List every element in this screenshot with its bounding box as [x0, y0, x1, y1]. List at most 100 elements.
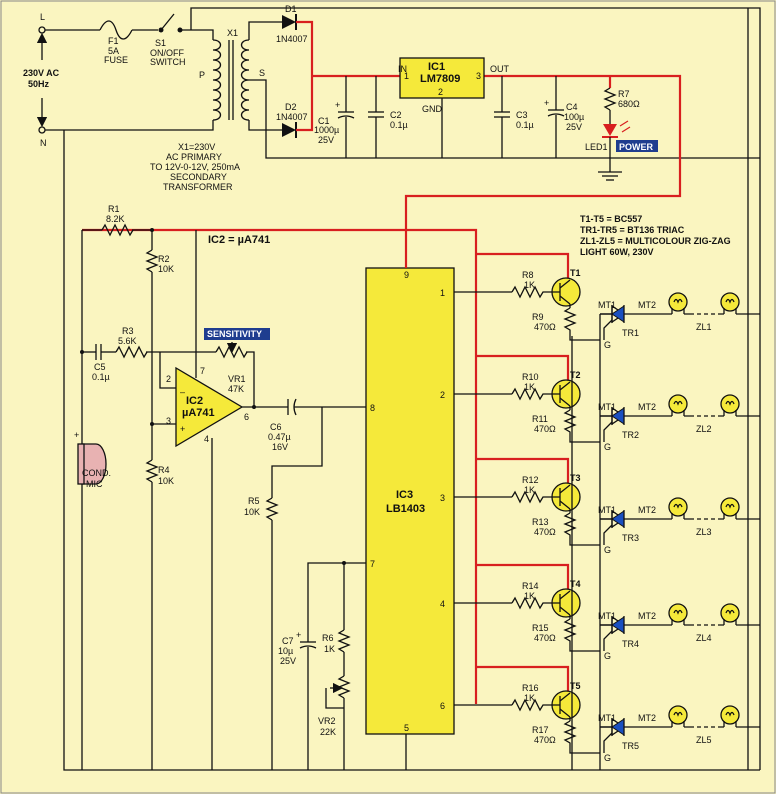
svg-text:FUSE: FUSE [104, 55, 128, 65]
base-resistor-ref: R14 [522, 581, 539, 591]
svg-text:0.47µ: 0.47µ [268, 432, 291, 442]
svg-text:10K: 10K [244, 507, 260, 517]
gate-label: G [604, 545, 611, 555]
fuse-f1: F1 5A FUSE [99, 20, 133, 65]
base-resistor-ref: R10 [522, 372, 539, 382]
emitter-resistor-ref: R11 [532, 414, 548, 424]
svg-text:C3: C3 [516, 110, 528, 120]
svg-text:+: + [544, 98, 549, 108]
svg-text:3: 3 [476, 71, 481, 81]
svg-text:C7: C7 [282, 636, 294, 646]
resistor-r1: R1 8.2K [101, 204, 134, 237]
svg-text:10µ: 10µ [278, 646, 293, 656]
label-n: N [40, 138, 47, 148]
base-resistor-ref: R16 [522, 683, 539, 693]
svg-text:6: 6 [244, 412, 249, 422]
mains-input: L N 230V AC 50Hz [23, 12, 60, 148]
svg-text:IC3: IC3 [396, 489, 413, 501]
svg-text:1N4007: 1N4007 [276, 112, 308, 122]
svg-text:R1: R1 [108, 204, 120, 214]
mt2-label: MT2 [638, 611, 656, 621]
svg-text:S1: S1 [155, 38, 166, 48]
emitter-resistor-ref: R13 [532, 517, 549, 527]
svg-text:X1: X1 [227, 28, 238, 38]
capacitor-c1: + C1 1000µ 25V [314, 76, 355, 158]
svg-text:F1: F1 [108, 36, 119, 46]
svg-text:1K: 1K [324, 644, 335, 654]
ic1-lm7809: IC1 LM7809 1 3 2 IN OUT GND [398, 57, 510, 114]
svg-text:3: 3 [166, 416, 171, 426]
svg-text:4: 4 [440, 599, 445, 609]
svg-text:SENSITIVITY: SENSITIVITY [207, 329, 262, 339]
emitter-resistor-val: 470Ω [534, 527, 556, 537]
svg-text:10K: 10K [158, 264, 174, 274]
svg-text:–: – [180, 387, 185, 397]
svg-text:D2: D2 [285, 102, 297, 112]
svg-text:COND.: COND. [82, 468, 111, 478]
svg-text:7: 7 [370, 559, 375, 569]
svg-text:ON/OFF: ON/OFF [150, 48, 184, 58]
svg-text:IC2: IC2 [186, 395, 203, 407]
lamp-string-ref: ZL5 [696, 735, 712, 745]
svg-text:3: 3 [440, 493, 445, 503]
svg-text:R4: R4 [158, 465, 170, 475]
svg-text:IN: IN [398, 64, 407, 74]
lamp-string-ref: ZL2 [696, 424, 712, 434]
mt1-label: MT1 [598, 713, 616, 723]
svg-text:+: + [335, 100, 340, 110]
ac-freq: 50Hz [28, 79, 50, 89]
svg-text:ZL1-ZL5 = MULTICOLOUR ZIG-ZAG: ZL1-ZL5 = MULTICOLOUR ZIG-ZAG [580, 236, 731, 246]
resistor-r7: R7 680Ω [603, 87, 640, 111]
svg-text:LED1: LED1 [585, 142, 608, 152]
resistor-r5: R5 10K [244, 496, 279, 521]
svg-text:AC PRIMARY: AC PRIMARY [166, 152, 222, 162]
svg-text:8.2K: 8.2K [106, 214, 125, 224]
svg-text:OUT: OUT [490, 64, 510, 74]
svg-text:TR1-TR5 = BT136 TRIAC: TR1-TR5 = BT136 TRIAC [580, 225, 685, 235]
gate-label: G [604, 651, 611, 661]
svg-text:C4: C4 [566, 102, 578, 112]
ic2-note: IC2 = µA741 [208, 234, 270, 246]
base-resistor-val: 1K [524, 280, 535, 290]
svg-text:1: 1 [404, 71, 409, 81]
transistor-ref: T2 [570, 370, 581, 380]
svg-text:16V: 16V [272, 442, 288, 452]
base-resistor-val: 1K [524, 382, 535, 392]
svg-text:R5: R5 [248, 496, 260, 506]
triac-ref: TR4 [622, 639, 639, 649]
svg-text:P: P [199, 70, 205, 80]
svg-text:SWITCH: SWITCH [150, 57, 186, 67]
switch-s1: S1 ON/OFF SWITCH [150, 13, 186, 67]
triac-ref: TR2 [622, 430, 639, 440]
svg-text:10K: 10K [158, 476, 174, 486]
resistor-r4: R4 10K [145, 459, 174, 486]
svg-text:R2: R2 [158, 254, 170, 264]
resistor-r2: R2 10K [145, 249, 174, 274]
svg-text:X1=230V: X1=230V [178, 142, 215, 152]
capacitor-c3: C3 0.1µ [494, 76, 534, 158]
svg-text:7: 7 [200, 366, 205, 376]
transformer-x1: X1 P S X1=230V AC PRIMARY TO 12V-0-12V, … [150, 28, 265, 192]
base-resistor-val: 1K [524, 693, 535, 703]
emitter-resistor-val: 470Ω [534, 633, 556, 643]
svg-text:SECONDARY: SECONDARY [170, 172, 227, 182]
gate-label: G [604, 753, 611, 763]
svg-text:R3: R3 [122, 326, 134, 336]
led1: LED1 POWER [585, 120, 658, 152]
svg-text:1000µ: 1000µ [314, 125, 339, 135]
lamp-string-ref: ZL3 [696, 527, 712, 537]
svg-text:MIC: MIC [86, 479, 103, 489]
ic2-op-amp: – + IC2 µA741 2 3 7 4 6 [166, 366, 249, 448]
preset-vr2: VR2 22K [318, 675, 351, 737]
mt1-label: MT1 [598, 402, 616, 412]
emitter-resistor-ref: R15 [532, 623, 549, 633]
emitter-resistor-ref: R9 [532, 312, 544, 322]
svg-text:C5: C5 [94, 362, 106, 372]
capacitor-c5: C5 0.1µ [92, 344, 110, 382]
svg-text:5A: 5A [108, 46, 119, 56]
